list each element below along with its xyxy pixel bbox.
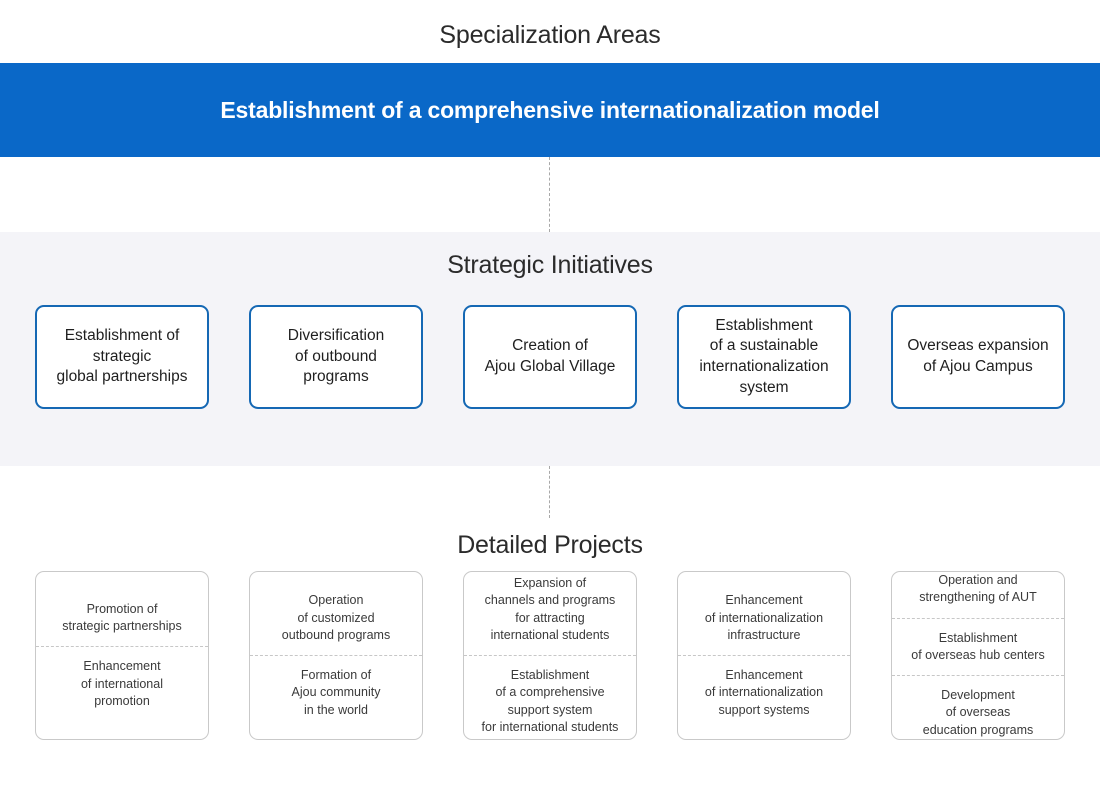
detailed-project-item: Operation and strengthening of AUT xyxy=(919,573,1037,605)
strategic-initiative-box[interactable]: Establishment of a sustainable internati… xyxy=(677,305,851,409)
detailed-project-item: Formation of Ajou community in the world xyxy=(250,655,422,730)
detailed-project-item: Enhancement of international promotion xyxy=(36,646,208,721)
connector-line-bottom xyxy=(549,466,550,518)
detailed-project-box[interactable]: Expansion of channels and programs for a… xyxy=(463,571,637,740)
specialization-area-banner: Establishment of a comprehensive interna… xyxy=(0,63,1100,157)
detailed-project-item: Operation of customized outbound program… xyxy=(281,593,391,642)
detailed-project-item: Expansion of channels and programs for a… xyxy=(484,576,616,642)
page-title-specialization-areas: Specialization Areas xyxy=(439,21,661,49)
strategic-initiative-box[interactable]: Diversification of outbound programs xyxy=(249,305,423,409)
strategic-initiative-box[interactable]: Establishment of strategic global partne… xyxy=(35,305,209,409)
connector-line-top xyxy=(549,157,550,232)
detailed-project-item: Establishment of a comprehensive support… xyxy=(464,655,636,739)
detailed-project-box[interactable]: Operation and strengthening of AUT Establ… xyxy=(891,571,1065,740)
detailed-project-item: Enhancement of internationalization infr… xyxy=(704,593,824,642)
section-title-strategic-initiatives: Strategic Initiatives xyxy=(447,251,653,279)
detailed-project-item: Establishment of overseas hub centers xyxy=(892,617,1064,676)
detailed-project-box[interactable]: Operation of customized outbound program… xyxy=(249,571,423,740)
strategic-initiatives-row: Establishment of strategic global partne… xyxy=(35,305,1065,409)
strategic-initiative-box[interactable]: Overseas expansion of Ajou Campus xyxy=(891,305,1065,409)
banner-label: Establishment of a comprehensive interna… xyxy=(220,96,880,123)
detailed-project-box[interactable]: Enhancement of internationalization infr… xyxy=(677,571,851,740)
section-title-detailed-projects: Detailed Projects xyxy=(457,531,643,559)
detailed-project-item: Development of overseas education progra… xyxy=(892,675,1064,739)
strategic-initiative-box[interactable]: Creation of Ajou Global Village xyxy=(463,305,637,409)
detailed-project-item: Enhancement of internationalization supp… xyxy=(678,655,850,730)
detailed-project-item: Promotion of strategic partnerships xyxy=(62,601,182,634)
